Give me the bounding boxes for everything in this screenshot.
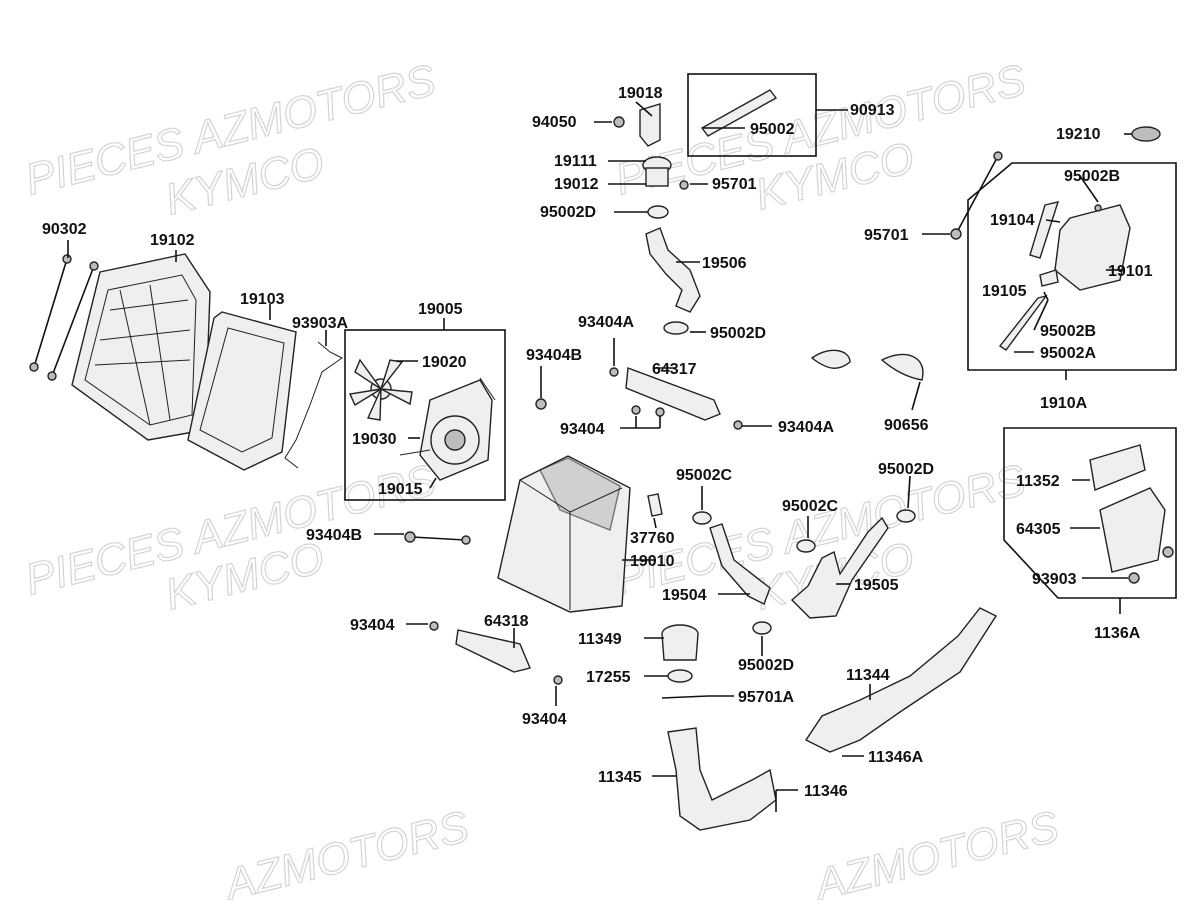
radiator-part [497, 455, 631, 613]
clamp-95002C-b-part [796, 539, 816, 553]
label-95002B: 95002B [1040, 323, 1096, 340]
label-95002: 95002 [750, 121, 795, 138]
label-93404: 93404 [560, 421, 605, 438]
radiator-shroud-part [71, 253, 211, 441]
label-19030: 19030 [352, 431, 397, 448]
label-11345: 11345 [598, 769, 642, 786]
label-64318: 64318 [484, 613, 529, 630]
clamp-90656-part [810, 349, 924, 381]
hose-19505-part [790, 516, 889, 619]
label-95002D: 95002D [738, 657, 794, 674]
watermark-text: AZMOTORS [808, 802, 1064, 900]
label-19010: 19010 [630, 553, 675, 570]
label-93404B: 93404B [306, 527, 362, 544]
label-93404A: 93404A [778, 419, 834, 436]
reservoir-part [998, 201, 1131, 351]
cap-19210-part [1131, 126, 1161, 142]
label-90302: 90302 [42, 221, 87, 238]
label-11352: 11352 [1016, 473, 1060, 490]
watermark-text: AZMOTORS [218, 802, 474, 900]
label-93903: 93903 [1032, 571, 1077, 588]
label-1136A: 1136A [1094, 625, 1141, 642]
label-19015: 19015 [378, 481, 423, 498]
label-95002D: 95002D [878, 461, 934, 478]
label-19104: 19104 [990, 212, 1035, 229]
radiator-screen-part [187, 311, 297, 471]
fitting-37760-part [647, 493, 663, 517]
bolt-95701A-part [661, 695, 709, 699]
label-11346: 11346 [804, 783, 848, 800]
label-95002C: 95002C [676, 467, 732, 484]
bolt-95701-part [950, 151, 1003, 240]
label-95701A: 95701A [738, 689, 794, 706]
label-19102: 19102 [150, 232, 195, 249]
bolt-90302-part [29, 254, 99, 381]
box-19005 [344, 329, 506, 501]
label-11344: 11344 [846, 667, 890, 684]
label-19504: 19504 [662, 587, 707, 604]
label-95002D: 95002D [710, 325, 766, 342]
label-11349: 11349 [578, 631, 622, 648]
part-labels: 19018 94050 95002 90913 19111 19012 9570… [42, 85, 1153, 800]
clamp-95002D-bot-part [752, 621, 772, 635]
label-64305: 64305 [1016, 521, 1061, 538]
label-64317: 64317 [652, 361, 697, 378]
label-19012: 19012 [554, 176, 599, 193]
label-93903A: 93903A [292, 315, 348, 332]
label-19505: 19505 [854, 577, 899, 594]
label-95701: 95701 [712, 176, 757, 193]
clamp-95002D-part [647, 205, 669, 219]
label-95002C: 95002C [782, 498, 838, 515]
duct-11345-part [667, 727, 777, 831]
clip-93903A-part [284, 341, 343, 469]
bracket-64318-part [429, 621, 563, 685]
bolt-93404B-part [404, 531, 471, 545]
battery-cover-part [1089, 444, 1174, 584]
hose-19504-part [709, 523, 771, 605]
label-93404A: 93404A [578, 314, 634, 331]
duct-11344-part [804, 607, 998, 753]
fan-part [348, 358, 413, 421]
label-19103: 19103 [240, 291, 285, 308]
label-19020: 19020 [422, 354, 467, 371]
label-93404B: 93404B [526, 347, 582, 364]
label-93404: 93404 [522, 711, 567, 728]
box-90913 [687, 73, 817, 157]
label-90913: 90913 [850, 102, 895, 119]
label-19506: 19506 [702, 255, 747, 272]
label-95002B: 95002B [1064, 168, 1120, 185]
clamp-95002C-a-part [692, 511, 712, 525]
label-1910A: 1910A [1040, 395, 1088, 412]
label-95002D: 95002D [540, 204, 596, 221]
label-93404: 93404 [350, 617, 395, 634]
label-19111: 19111 [554, 153, 597, 170]
label-95701: 95701 [864, 227, 909, 244]
label-19018: 19018 [618, 85, 663, 102]
fan-shroud-part [399, 377, 496, 481]
leader-lines [67, 101, 1132, 791]
clamp-95002D-mid-part [663, 321, 689, 335]
bracket-64317-part [535, 367, 743, 430]
box-1910A [967, 162, 1177, 371]
label-19005: 19005 [418, 301, 463, 318]
overflow-hose-part [700, 89, 778, 137]
label-19105: 19105 [982, 283, 1027, 300]
filler-neck-part [613, 103, 689, 190]
label-94050: 94050 [532, 114, 577, 131]
clamp-95002D-r-part [896, 509, 916, 523]
label-11346A: 11346A [868, 749, 924, 766]
label-95002A: 95002A [1040, 345, 1096, 362]
label-19210: 19210 [1056, 126, 1101, 143]
box-1136A [1003, 427, 1177, 599]
label-90656: 90656 [884, 417, 929, 434]
label-17255: 17255 [586, 669, 631, 686]
label-19101: 19101 [1108, 263, 1153, 280]
hose-19506-part [645, 227, 701, 313]
label-37760: 37760 [630, 530, 675, 547]
intake-11349-part [661, 624, 699, 683]
